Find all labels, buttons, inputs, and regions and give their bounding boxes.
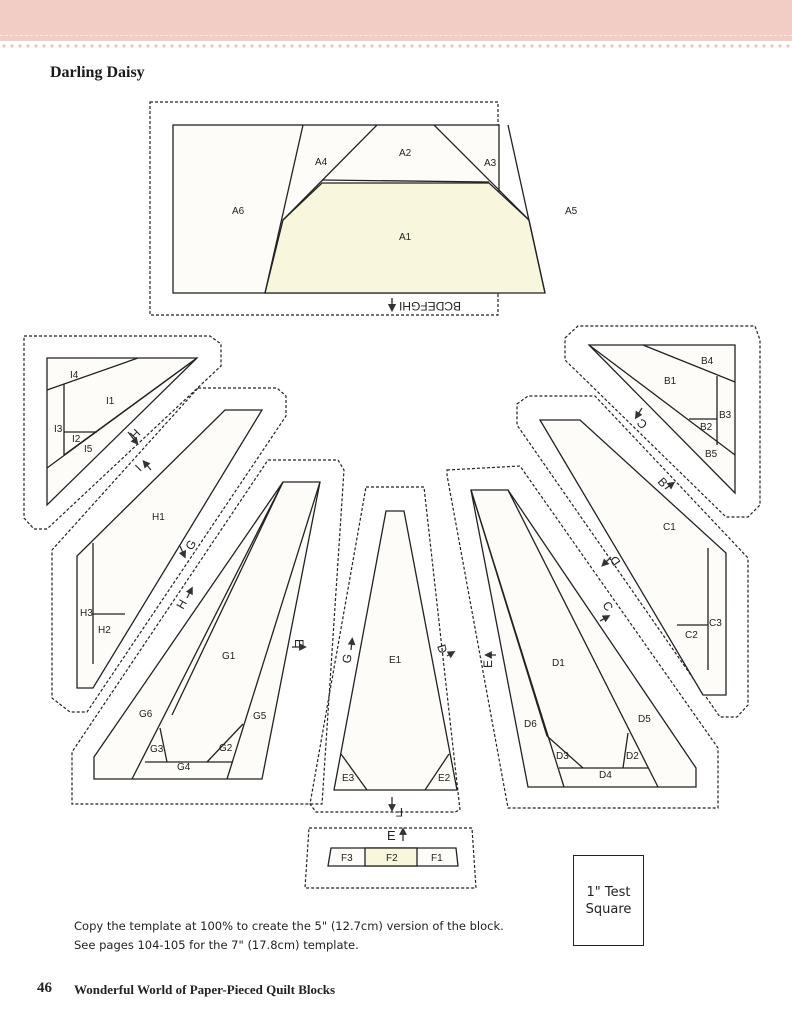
join-label: E <box>387 828 396 843</box>
piece-label: E3 <box>342 773 355 784</box>
piece-label: B3 <box>719 410 732 421</box>
arrow-icon <box>178 545 186 559</box>
piece-label: E1 <box>389 655 402 666</box>
piece-label: H3 <box>80 608 93 619</box>
piece-labels: A2 A4 A3 A6 A5 A1 I4 I1 I3 I2 I5 H1 H3 H… <box>54 148 732 864</box>
piece-label: G3 <box>150 744 164 755</box>
section-g-seam-outline <box>71 459 345 805</box>
arrow-icon <box>601 556 612 567</box>
piece-label: G4 <box>177 762 191 773</box>
test-square-line-2: Square <box>585 901 632 917</box>
arrow-icon <box>446 650 456 659</box>
join-label: G <box>339 653 355 665</box>
join-label: H <box>173 597 189 612</box>
arrow-icon <box>599 615 611 623</box>
piece-label: A5 <box>565 206 578 217</box>
piece-label: C2 <box>685 630 698 641</box>
join-label: G <box>182 537 199 552</box>
piece-label: A3 <box>484 158 497 169</box>
section-b-seam-outline <box>564 325 761 518</box>
join-arrows <box>127 407 676 841</box>
join-label: E <box>292 639 306 647</box>
piece-label: A2 <box>399 148 412 159</box>
instruction-line-2: See pages 104-105 for the 7" (17.8cm) te… <box>74 938 359 952</box>
header-banner <box>0 0 792 41</box>
arrow-icon <box>634 407 643 420</box>
instruction-line-1: Copy the template at 100% to create the … <box>74 919 504 933</box>
piece-label: I1 <box>106 396 115 407</box>
arrow-icon <box>347 637 356 651</box>
piece-label: D5 <box>638 714 651 725</box>
piece-label: A6 <box>232 206 245 217</box>
piece-label: F2 <box>386 853 398 864</box>
piece-label: A1 <box>399 232 412 243</box>
piece-label: I2 <box>72 434 81 445</box>
join-label: F <box>396 805 403 819</box>
piece-label: B1 <box>664 376 677 387</box>
piece-label: D2 <box>626 751 639 762</box>
piece-label: B2 <box>700 422 713 433</box>
piece-label: G6 <box>139 709 153 720</box>
banner-dot-border <box>0 44 792 48</box>
section-h-seam-outline <box>51 387 287 713</box>
test-square: 1" Test Square <box>573 855 644 946</box>
book-title: Wonderful World of Paper-Pieced Quilt Bl… <box>74 982 336 997</box>
piece-label: G5 <box>253 711 267 722</box>
piece-label: I3 <box>54 424 63 435</box>
piece-label: F1 <box>431 853 443 864</box>
piece-label: C3 <box>709 618 722 629</box>
section-a-seam-outline <box>149 101 499 316</box>
section-i-seam-outline <box>23 335 222 530</box>
test-square-line-1: 1" Test <box>586 884 631 900</box>
join-label: I <box>132 462 144 474</box>
piece-label: D1 <box>552 658 565 669</box>
piece-label: G1 <box>222 651 236 662</box>
arrow-icon <box>185 586 193 599</box>
section-e-seam-outline <box>309 486 461 813</box>
page-title: Darling Daisy <box>50 64 145 81</box>
section-c-seam-outline <box>516 395 749 718</box>
banner-stitch-line <box>0 35 792 36</box>
piece-label: H1 <box>152 512 165 523</box>
piece-label: G2 <box>219 743 233 754</box>
piece-label: B5 <box>705 449 718 460</box>
join-label: BCDEFGHI <box>399 299 461 313</box>
arrow-icon <box>127 431 139 446</box>
piece-label: I5 <box>84 444 93 455</box>
join-label: B <box>655 475 671 490</box>
piece-label: A4 <box>315 157 328 168</box>
piece-label: H2 <box>98 625 111 636</box>
piece-label: B4 <box>701 356 714 367</box>
piece-label: D4 <box>599 770 612 781</box>
arrow-icon <box>664 481 676 490</box>
page-number: 46 <box>37 980 52 996</box>
arrow-icon <box>142 460 152 471</box>
piece-label: I4 <box>70 370 79 381</box>
piece-label: D6 <box>524 719 537 730</box>
join-label: E <box>481 660 495 668</box>
piece-label: D3 <box>556 751 569 762</box>
piece-label: F3 <box>341 853 353 864</box>
section-d-seam-outline <box>446 465 719 809</box>
piece-label: E2 <box>438 773 451 784</box>
piece-label: C1 <box>663 522 676 533</box>
join-label: C <box>600 599 617 614</box>
join-label: C <box>634 416 650 432</box>
